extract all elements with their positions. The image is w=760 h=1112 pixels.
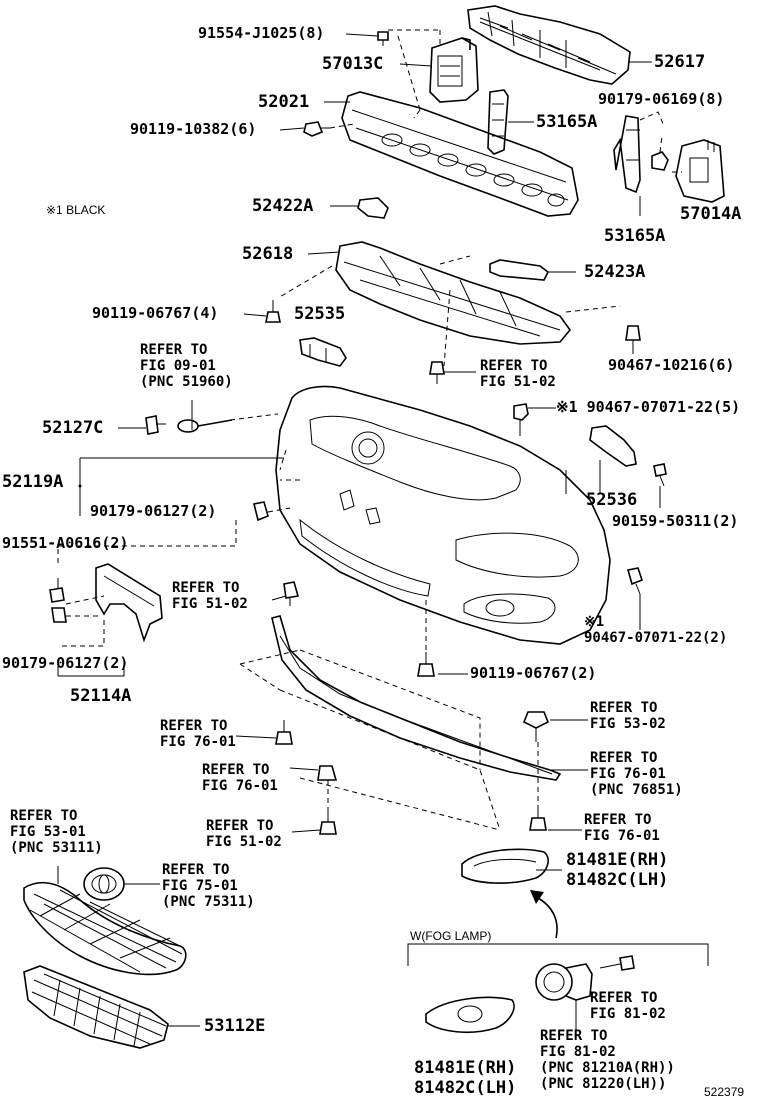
label-90119-06767-2: 90119-06767(2)	[470, 664, 597, 682]
part-fog-lamp-shape	[535, 963, 593, 1001]
label-52536: 52536	[586, 490, 638, 510]
label-refer-fig-76-01-c: REFER TO FIG 76-01 (PNC 76851)	[590, 750, 683, 798]
part-52114a-shape	[95, 563, 163, 643]
bolt-icon	[49, 578, 65, 603]
label-90467-10216: 90467-10216(6)	[608, 356, 735, 374]
clip-icon	[626, 567, 643, 595]
part-53111-grille-shape	[23, 881, 187, 976]
label-90119-06767-4: 90119-06767(4)	[92, 304, 219, 322]
bolt-icon	[275, 720, 293, 745]
label-refer-fig-76-01-a: REFER TO FIG 76-01	[160, 718, 236, 750]
bolt-icon	[319, 808, 337, 835]
part-81481e-lower-shape	[425, 996, 515, 1034]
clip-icon	[513, 403, 529, 436]
part-52617-shape	[467, 5, 631, 85]
bolt-icon	[417, 652, 435, 677]
clip-icon	[317, 765, 338, 781]
part-52535-shape	[299, 337, 347, 367]
label-90179-06127-a: 90179-06127(2)	[90, 502, 217, 520]
part-52021-shape	[341, 91, 579, 217]
label-90179-06127-b: 90179-06127(2)	[2, 654, 129, 672]
label-57014a: 57014A	[680, 204, 742, 224]
part-52536-shape	[589, 425, 637, 467]
part-53165a-bottom-shape	[613, 115, 641, 194]
label-81482c-b: 81482C(LH)	[414, 1078, 517, 1098]
label-52618: 52618	[242, 244, 294, 264]
part-53112e-shape	[23, 965, 169, 1049]
bolt-icon	[303, 121, 330, 137]
label-52114a: 52114A	[70, 686, 132, 706]
part-53165a-top-shape	[487, 89, 509, 155]
clip-icon	[625, 325, 641, 354]
clip-icon	[429, 361, 445, 384]
label-90159-50311: 90159-50311(2)	[612, 512, 739, 530]
label-52127c: 52127C	[42, 418, 104, 438]
toyota-emblem-icon	[83, 867, 125, 901]
bolt-icon	[377, 31, 389, 46]
clip-icon	[651, 151, 669, 171]
label-90179-06169: 90179-06169(8)	[598, 90, 725, 108]
part-52422a-shape	[357, 197, 389, 219]
bolt-icon	[265, 300, 281, 323]
bolt-icon	[529, 806, 547, 831]
clip-icon	[51, 607, 67, 623]
label-52617: 52617	[654, 52, 706, 72]
label-52423a: 52423A	[584, 262, 646, 282]
part-52119a-shape	[275, 385, 611, 645]
label-91554-j1025: 91554-J1025(8)	[198, 24, 325, 42]
part-tow-hook-shape	[177, 419, 233, 433]
label-refer-fig-09-01: REFER TO FIG 09-01 (PNC 51960)	[140, 342, 233, 390]
part-57013c-shape	[429, 37, 479, 103]
label-refer-fig-53-02: REFER TO FIG 53-02	[590, 700, 666, 732]
label-refer-fig-75-01: REFER TO FIG 75-01 (PNC 75311)	[162, 862, 255, 910]
label-52021: 52021	[258, 92, 310, 112]
clip-icon	[283, 581, 300, 606]
label-91551-a0616: 91551-A0616(2)	[2, 534, 129, 552]
arrow-icon	[530, 890, 558, 939]
label-refer-fig-51-02-b: REFER TO FIG 51-02	[172, 580, 248, 612]
clip-icon	[253, 501, 269, 522]
bolt-icon	[653, 463, 667, 487]
label-90119-10382: 90119-10382(6)	[130, 120, 257, 138]
label-90467-07071-b: ※1 90467-07071-22(2)	[584, 614, 728, 646]
label-diagram-number: 522379	[704, 1085, 745, 1099]
part-52127c-shape	[145, 415, 166, 435]
label-57013c: 57013C	[322, 54, 384, 74]
part-52423a-shape	[489, 259, 550, 281]
label-fog-lamp: W(FOG LAMP)	[410, 929, 492, 943]
label-52119a: 52119A	[2, 472, 64, 492]
label-53112e: 53112E	[204, 1016, 266, 1036]
label-refer-fig-81-02-a: REFER TO FIG 81-02	[590, 990, 666, 1022]
fog-lamp-bracket-line	[407, 943, 709, 966]
part-spoiler-shape	[271, 615, 562, 781]
label-refer-fig-51-02-a: REFER TO FIG 51-02	[480, 358, 556, 390]
label-refer-fig-76-01-d: REFER TO FIG 76-01	[584, 812, 660, 844]
label-refer-fig-81-02-b: REFER TO FIG 81-02 (PNC 81210A(RH)) (PNC…	[540, 1028, 675, 1092]
label-52422a: 52422A	[252, 196, 314, 216]
clip-icon	[522, 711, 550, 742]
label-81481e-b: 81481E(RH)	[414, 1058, 517, 1078]
label-refer-fig-76-01-b: REFER TO FIG 76-01	[202, 762, 278, 794]
label-53165a-top: 53165A	[536, 112, 598, 132]
label-refer-fig-51-02-c: REFER TO FIG 51-02	[206, 818, 282, 850]
label-81481e-a: 81481E(RH)	[566, 850, 669, 870]
label-refer-fig-53-01: REFER TO FIG 53-01 (PNC 53111)	[10, 808, 103, 856]
part-52618-shape	[335, 241, 572, 345]
part-57014a-shape	[675, 139, 725, 203]
label-81482c-a: 81482C(LH)	[566, 870, 669, 890]
label-90467-07071-a: ※1 90467-07071-22(5)	[556, 398, 741, 416]
label-black-note: ※1 BLACK	[46, 203, 106, 217]
bolt-icon	[599, 955, 635, 971]
label-52535: 52535	[294, 304, 346, 324]
label-53165a-bottom: 53165A	[604, 226, 666, 246]
part-81481e-upper-shape	[461, 848, 549, 884]
